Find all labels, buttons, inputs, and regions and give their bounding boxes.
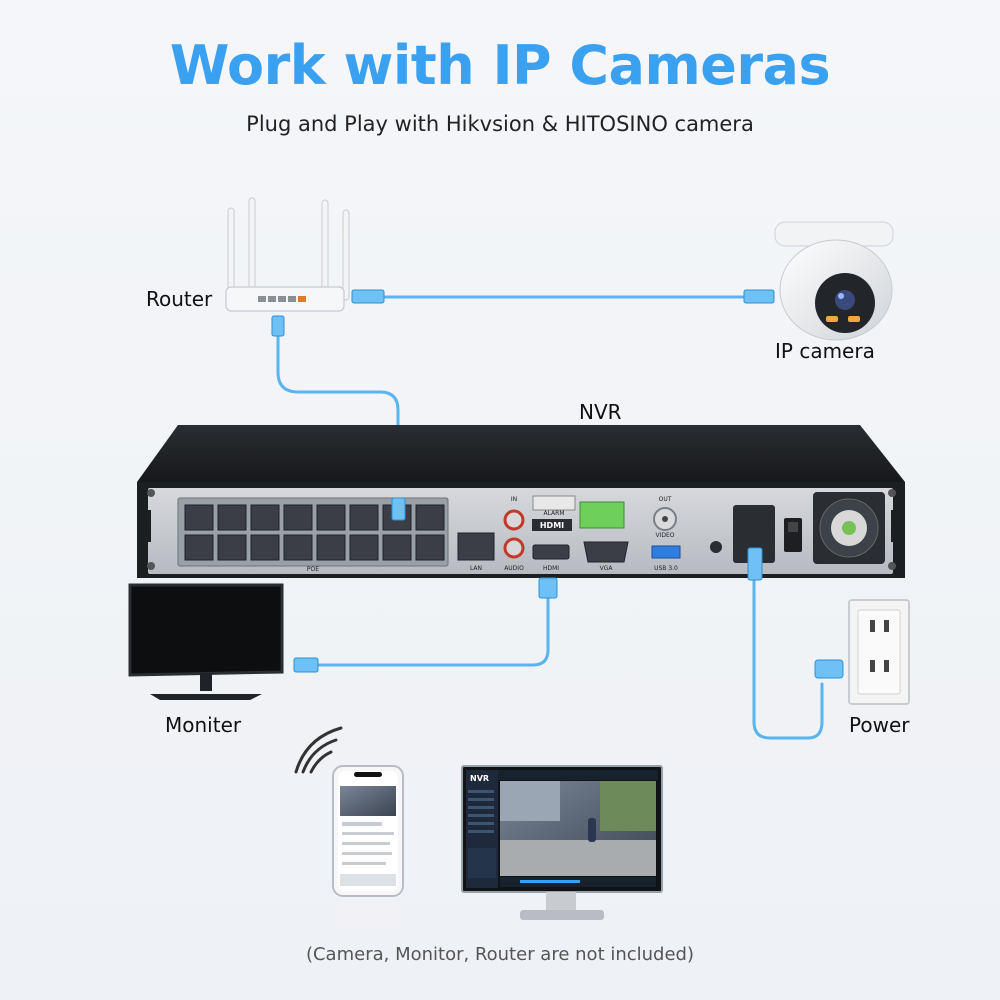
- hdmi-label: HDMI: [543, 565, 559, 572]
- alarm-terminal: [532, 495, 576, 511]
- monitor-screen: [128, 583, 284, 677]
- audio-in-label: IN: [511, 496, 517, 503]
- nvr-device: POE LAN IN AUDIO ALARM HDMI HDMI VGA OUT: [137, 425, 905, 599]
- hdmi-port: [532, 544, 570, 560]
- rj45-plug: [271, 315, 285, 337]
- power-outlet: [814, 599, 910, 705]
- nvr-to-monitor-cable: [316, 596, 550, 667]
- usb-port: [651, 545, 681, 559]
- hdmi-plug: [293, 657, 319, 673]
- nvr-app-logo: NVR: [470, 774, 489, 783]
- camera-lens: [835, 290, 855, 310]
- router-wan-port: [298, 296, 306, 302]
- camera-light: [848, 316, 860, 322]
- router-antenna: [342, 209, 350, 301]
- alarm-green-terminal: [579, 501, 625, 529]
- desktop-monitor-neck: [546, 892, 576, 912]
- phone-live-view: [340, 786, 396, 816]
- ip-camera-device: [743, 221, 894, 341]
- audio-label: AUDIO: [504, 565, 524, 572]
- rj45-plug: [351, 289, 385, 304]
- page-subtitle: Plug and Play with Hikvsion & HITOSINO c…: [246, 112, 754, 136]
- router-antenna: [227, 207, 235, 301]
- alarm-label: ALARM: [543, 510, 564, 517]
- router-antenna: [248, 197, 256, 301]
- poe-ports: [184, 504, 445, 561]
- router-port: [258, 296, 266, 302]
- lan-label: LAN: [470, 565, 482, 572]
- video-out-label: OUT: [659, 496, 672, 503]
- monitor-label: Moniter: [165, 713, 242, 737]
- router-device: [225, 197, 385, 337]
- router-label: Router: [146, 287, 213, 311]
- audio-out-jack: [503, 537, 525, 559]
- video-label: VIDEO: [655, 532, 674, 539]
- rj45-plug: [391, 497, 406, 521]
- rj45-plug: [743, 289, 775, 304]
- monitor-stand-neck: [200, 673, 212, 691]
- smartphone-device: [332, 765, 404, 927]
- poe-label: POE: [307, 566, 319, 573]
- footnote: (Camera, Monitor, Router are not include…: [305, 944, 695, 965]
- power-plug: [747, 547, 763, 581]
- usb-label: USB 3.0: [654, 565, 678, 572]
- cables: [276, 295, 824, 740]
- power-label: Power: [849, 713, 910, 737]
- ip-camera-label: IP camera: [775, 339, 875, 363]
- router-to-nvr-cable: [276, 333, 400, 504]
- vga-port: [583, 541, 629, 563]
- camera-light: [826, 316, 838, 322]
- router-antenna: [321, 199, 329, 301]
- power-inlet: [733, 505, 775, 563]
- page-title: Work with IP Cameras: [169, 34, 831, 97]
- wifi-signal-icon: [294, 726, 343, 774]
- desktop-monitor-device: NVR: [461, 765, 663, 920]
- lan-port: [457, 532, 495, 561]
- person-figure: [588, 818, 596, 842]
- nvr-to-power-cable: [752, 576, 824, 740]
- hdmi-logo-badge: [532, 519, 572, 531]
- audio-in-jack: [503, 509, 525, 531]
- power-plug: [814, 659, 844, 679]
- vga-label: VGA: [600, 565, 614, 572]
- hdmi-plug: [538, 577, 558, 599]
- nvr-label: NVR: [579, 400, 622, 424]
- router-port: [268, 296, 276, 302]
- router-port: [288, 296, 296, 302]
- nvr-top-surface: [137, 425, 905, 482]
- monitor-stand-base: [150, 694, 262, 700]
- monitor-device: [128, 583, 319, 700]
- desktop-monitor-base: [520, 910, 604, 920]
- router-port: [278, 296, 286, 302]
- hdmi-logo: HDMI: [540, 521, 564, 530]
- ground-screw: [710, 541, 722, 553]
- nvr-app-toolbar: [498, 770, 658, 780]
